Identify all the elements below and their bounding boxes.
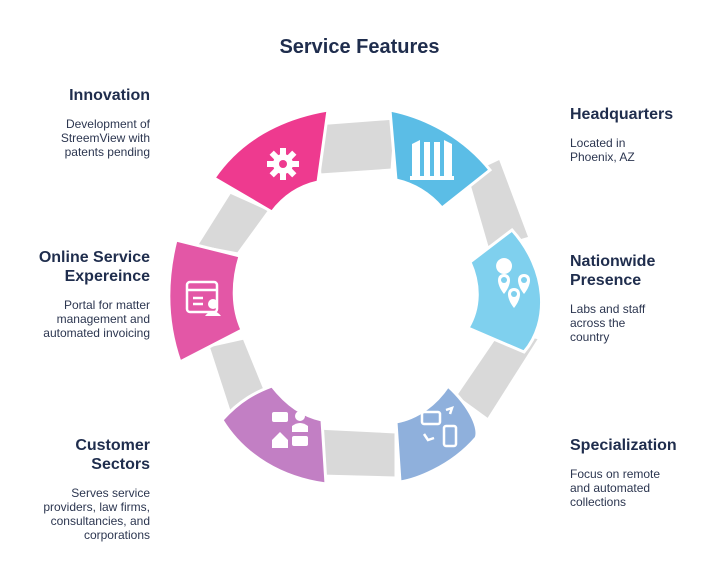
people-chat-icon	[272, 411, 308, 448]
segment-specialization	[394, 383, 479, 484]
connector-top	[314, 116, 398, 177]
connector-bottom	[314, 426, 398, 480]
feature-specialization: Specialization Focus on remote and autom…	[570, 436, 700, 509]
feature-sectors: Customer Sectors Serves service provider…	[36, 436, 150, 542]
feature-heading: Headquarters	[570, 106, 674, 123]
page-title: Service Features	[279, 36, 440, 58]
feature-heading: Innovation	[69, 87, 150, 104]
feature-description: Focus on remote and automated collection…	[570, 467, 661, 509]
web-portal-icon	[185, 280, 221, 316]
segment-sectors	[220, 384, 328, 486]
feature-description: Development of StreemView with patents p…	[60, 117, 150, 159]
devices-sync-icon	[420, 406, 458, 448]
connector-upper-right	[464, 155, 532, 252]
feature-headquarters: Headquarters Located in Phoenix, AZ	[570, 105, 690, 164]
map-pins-icon	[496, 258, 530, 308]
segment-online	[167, 238, 244, 365]
feature-heading: Nationwide Presence	[570, 253, 656, 289]
building-icon	[410, 140, 454, 180]
feature-description: Portal for matter management and automat…	[43, 298, 150, 340]
feature-description: Labs and staff across the country	[570, 302, 646, 344]
feature-online: Online Service Expereince Portal for mat…	[20, 248, 150, 340]
feature-heading: Customer Sectors	[75, 437, 150, 473]
feature-heading: Specialization	[570, 437, 677, 454]
feature-innovation: Innovation Development of StreemView wit…	[40, 86, 150, 159]
feature-description: Serves service providers, law firms, con…	[43, 486, 150, 542]
gear-icon	[267, 148, 299, 180]
feature-presence: Nationwide Presence Labs and staff acros…	[570, 252, 680, 344]
feature-heading: Online Service Expereince	[38, 249, 150, 285]
feature-description: Located in Phoenix, AZ	[570, 136, 635, 164]
